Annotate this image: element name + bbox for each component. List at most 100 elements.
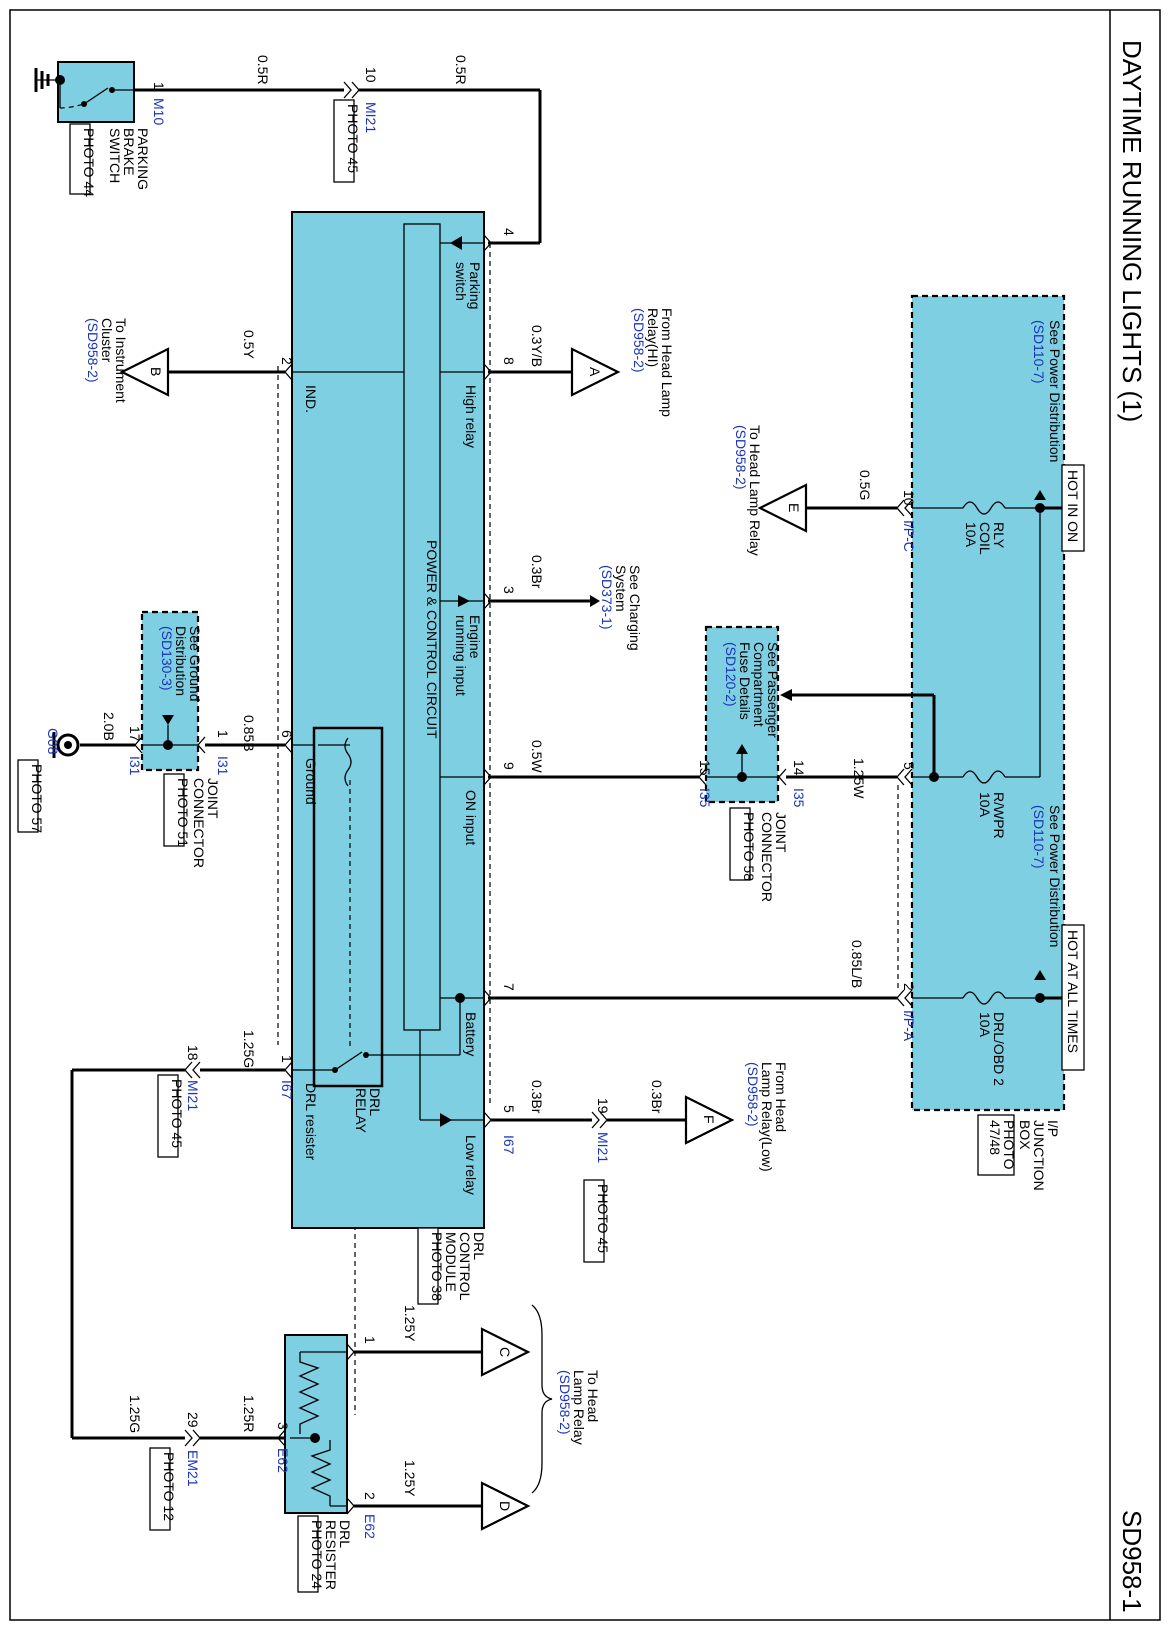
see-power-dist-2: See Power Distribution xyxy=(1047,805,1063,947)
wire-125w-label: 1.25W xyxy=(851,758,867,799)
to-cluster-l3: (SD958-2) xyxy=(85,318,101,383)
see-power-dist-1: See Power Distribution xyxy=(1047,320,1063,462)
from-hi-l1: From Head Lamp xyxy=(659,308,675,417)
inside-on-input: ON input xyxy=(463,790,479,845)
e62-label-b: E62 xyxy=(362,1514,378,1539)
chev-r2 xyxy=(346,1497,355,1515)
wire-03br-label: 0.3Br xyxy=(529,555,545,589)
i31-pin-17: 17 xyxy=(127,726,143,742)
passenger-l1: See Passenger xyxy=(765,642,781,738)
wire-05y-label: 0.5Y xyxy=(241,330,257,359)
conn-mi21-10 xyxy=(343,81,360,99)
wire-03yb-label: 0.3Y/B xyxy=(529,325,545,367)
charging-arrow xyxy=(590,595,600,607)
chev-8 xyxy=(483,363,492,381)
connector-b xyxy=(119,347,170,397)
ip-jb-l1: I/P xyxy=(1045,1120,1061,1137)
pin-2: 2 xyxy=(901,983,917,991)
ip-jb-photo-box xyxy=(977,1114,1015,1176)
module-l3: MODULE xyxy=(443,1232,459,1292)
see-power-dist-2-ref: (SD110-7) xyxy=(1031,805,1047,869)
connector-b-label: B xyxy=(148,367,164,376)
conn-mi21-19 xyxy=(591,1111,608,1129)
connector-c xyxy=(480,1327,531,1377)
mi21-label-a: MI21 xyxy=(363,102,379,133)
photo-44: PHOTO 44 xyxy=(81,128,97,197)
module-pin-1: 1 xyxy=(279,1055,295,1063)
photo-51-box xyxy=(163,773,185,847)
connector-a xyxy=(570,347,621,397)
i35-label-b: I35 xyxy=(697,788,713,808)
mi21-label-c: MI21 xyxy=(185,1080,201,1111)
connector-c-label: C xyxy=(497,1347,513,1357)
ground-dist-l1: See Ground xyxy=(187,626,203,702)
conn-i35-14 xyxy=(778,768,787,786)
to-cluster-l1: To Instrument xyxy=(113,318,129,403)
ipc-label: I/P-C xyxy=(901,520,917,552)
drl-relay-box xyxy=(312,726,384,1088)
module-l1: DRL xyxy=(471,1232,487,1260)
resister-pin-1: 1 xyxy=(362,1336,378,1344)
i67-label-b: I67 xyxy=(279,1080,295,1100)
diode-low xyxy=(440,1113,452,1127)
chev-6 xyxy=(284,736,293,754)
photo-12-box xyxy=(149,1447,171,1531)
photo-45a: PHOTO 45 xyxy=(345,104,361,173)
pb-lever xyxy=(83,87,109,105)
connector-d xyxy=(480,1481,531,1531)
inside-ground: Ground xyxy=(303,758,319,805)
ip-jb-l2: JUNCTION xyxy=(1031,1120,1047,1191)
wire-05r-b-label: 0.5R xyxy=(453,55,469,85)
module-pin-9: 9 xyxy=(501,762,517,770)
from-low-l3: (SD958-2) xyxy=(745,1062,761,1127)
photo-58-box xyxy=(729,807,751,881)
inside-low-relay: Low relay xyxy=(463,1135,479,1195)
resistor-1 xyxy=(298,1352,320,1434)
power-arrow-1 xyxy=(1034,490,1046,500)
power-control-label: POWER & CONTROL CIRCUIT xyxy=(424,540,440,739)
relay-coil xyxy=(344,737,352,787)
photo-38-box xyxy=(417,1227,439,1305)
inside-engine-l1: Engine xyxy=(467,615,483,659)
to-head-lamp-e-l1: To Head Lamp Relay xyxy=(747,425,763,556)
sheet-number: SD958-1 xyxy=(1117,1510,1147,1613)
pb-l2: BRAKE xyxy=(121,128,137,175)
page-title: DAYTIME RUNNING LIGHTS (1) xyxy=(1117,40,1147,422)
inside-parking-l2: switch xyxy=(453,262,469,301)
wire-05r-a-label: 0.5R xyxy=(255,55,271,85)
drl-relay-l2: RELAY xyxy=(353,1088,369,1134)
chev-1 xyxy=(284,1061,293,1079)
i31-label-a: I31 xyxy=(215,756,231,776)
fuse-rly-coil-l2: COIL xyxy=(977,522,993,555)
see-power-dist-1-ref: (SD110-7) xyxy=(1031,320,1047,384)
ip-jb-photo-l1: PHOTO xyxy=(1001,1120,1017,1170)
i31-label-b: I31 xyxy=(127,756,143,776)
inside-parking-l1: Parking xyxy=(467,262,483,309)
pb-m10: M10 xyxy=(151,98,167,125)
chev-9 xyxy=(483,768,492,786)
battery-node xyxy=(455,993,465,1003)
pin-14: 14 xyxy=(791,760,807,776)
arrow-passenger xyxy=(780,689,792,701)
see-charging-l1: See Charging xyxy=(627,565,643,651)
module-l2: CONTROL xyxy=(457,1232,473,1301)
chev-r3 xyxy=(277,1429,286,1447)
chev-r1 xyxy=(346,1343,355,1361)
passenger-l4: (SD120-2) xyxy=(723,642,739,707)
photo-45c-box xyxy=(157,1074,179,1158)
inside-drl-resister: DRL resister xyxy=(303,1083,319,1161)
photo-24: PHOTO 24 xyxy=(309,1520,325,1589)
g08-label: G08 xyxy=(45,728,61,755)
mi21-label-b: MI21 xyxy=(595,1132,611,1163)
photo-58: PHOTO 58 xyxy=(741,812,757,881)
i35-label-a: I35 xyxy=(791,788,807,808)
conn-mi21-18 xyxy=(184,1061,201,1079)
diode-parking xyxy=(450,236,462,250)
from-low-l1: From Head xyxy=(773,1062,789,1132)
resister-pin-3: 3 xyxy=(275,1422,291,1430)
photo-51: PHOTO 51 xyxy=(175,778,191,847)
photo-45c: PHOTO 45 xyxy=(169,1079,185,1148)
from-low-l2: Lamp Relay(Low) xyxy=(759,1062,775,1172)
ground-dist-l2: Distribution xyxy=(173,626,189,696)
